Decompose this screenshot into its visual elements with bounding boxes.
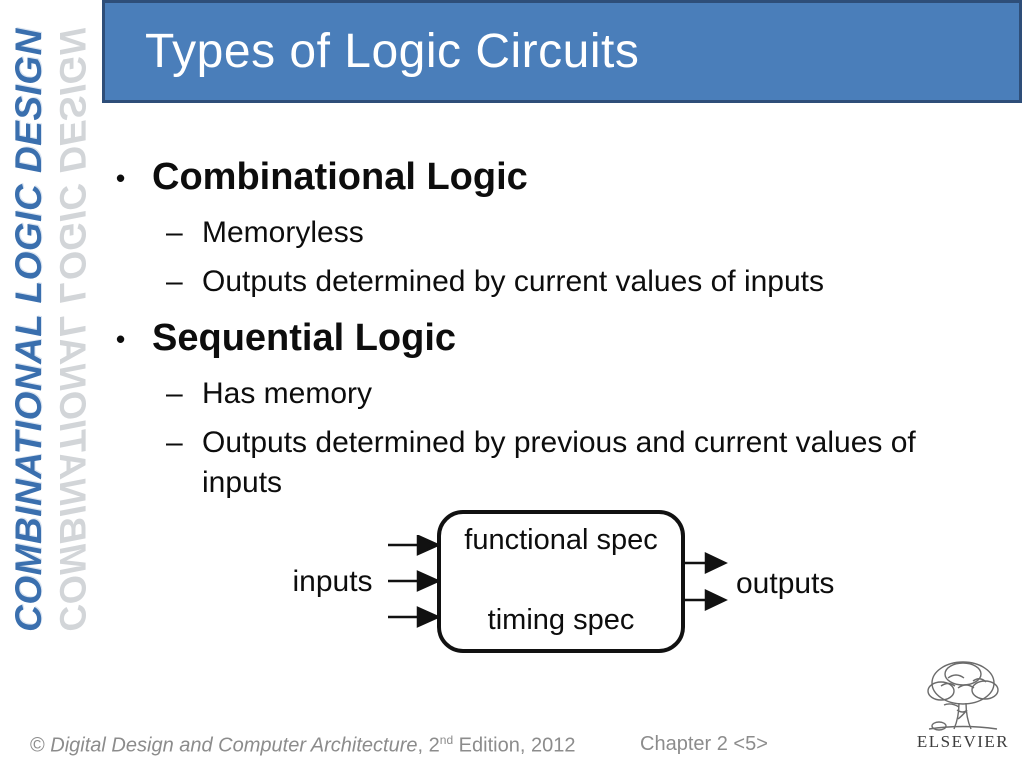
bullet-label: Combinational Logic [152, 156, 528, 198]
sub-bullet-text: Memoryless [202, 216, 364, 249]
input-arrow-icon [388, 535, 442, 556]
title-bar: Types of Logic Circuits [102, 0, 1022, 103]
sub-bullet-text: Has memory [202, 377, 373, 410]
bullet-marker-icon: • [116, 324, 126, 354]
input-arrow-icon [388, 570, 442, 592]
vertical-banner-text: COMBINATIONAL LOGIC DESIGN [8, 28, 49, 632]
vertical-banner-reflection: COMBINATIONAL LOGIC DESIGN [52, 28, 93, 632]
outputs-label: outputs [736, 567, 835, 600]
dash-marker-icon: – [166, 426, 183, 459]
sub-bullet-row: – Has memory [166, 374, 956, 414]
bullet-row: • Sequential Logic [116, 313, 956, 365]
bullet-label: Sequential Logic [152, 317, 457, 359]
elsevier-logo: ELSEVIER [913, 656, 1013, 752]
footer-chapter-label: Chapter 2 <5> [640, 733, 768, 755]
sub-bullet-row: – Outputs determined by previous and cur… [166, 423, 956, 503]
inputs-label: inputs [292, 565, 373, 598]
elsevier-tree-icon [927, 661, 999, 731]
sub-bullet-row: – Memoryless [166, 213, 956, 253]
spec-box: functional spec timing spec [437, 510, 685, 653]
spec-box-top-label: functional spec [464, 524, 658, 556]
edition-suffix: Edition, 2012 [453, 734, 576, 757]
bullet-list: • Combinational Logic – Memoryless – Out… [116, 152, 956, 503]
footer-copyright: © Digital Design and Computer Architectu… [30, 733, 575, 758]
bullet-group-combinational: • Combinational Logic – Memoryless – Out… [116, 152, 956, 302]
dash-marker-icon: – [166, 265, 183, 298]
edition-superscript: nd [439, 733, 454, 747]
vertical-banner: COMBINATIONAL LOGIC DESIGN COMBINATIONAL… [5, 0, 105, 660]
elsevier-wordmark: ELSEVIER [916, 732, 1010, 751]
copyright-symbol: © [30, 734, 51, 757]
dash-marker-icon: – [166, 216, 183, 249]
sub-bullet-text: Outputs determined by previous and curre… [202, 426, 916, 499]
diagram-arrows [388, 535, 728, 628]
slide-title: Types of Logic Circuits [145, 25, 640, 78]
output-arrow-icon [685, 552, 728, 574]
sub-bullet-row: – Outputs determined by current values o… [166, 262, 956, 302]
input-arrow-icon [388, 606, 442, 628]
edition-prefix: , 2 [417, 734, 440, 757]
output-arrow-icon [685, 589, 728, 611]
bullet-row: • Combinational Logic [116, 152, 956, 204]
bullet-group-sequential: • Sequential Logic – Has memory – Output… [116, 313, 956, 503]
dash-marker-icon: – [166, 377, 183, 410]
spec-box-bottom-label: timing spec [487, 604, 635, 636]
bullet-marker-icon: • [116, 163, 126, 193]
book-title: Digital Design and Computer Architecture [50, 734, 418, 757]
sub-bullet-text: Outputs determined by current values of … [202, 265, 825, 298]
